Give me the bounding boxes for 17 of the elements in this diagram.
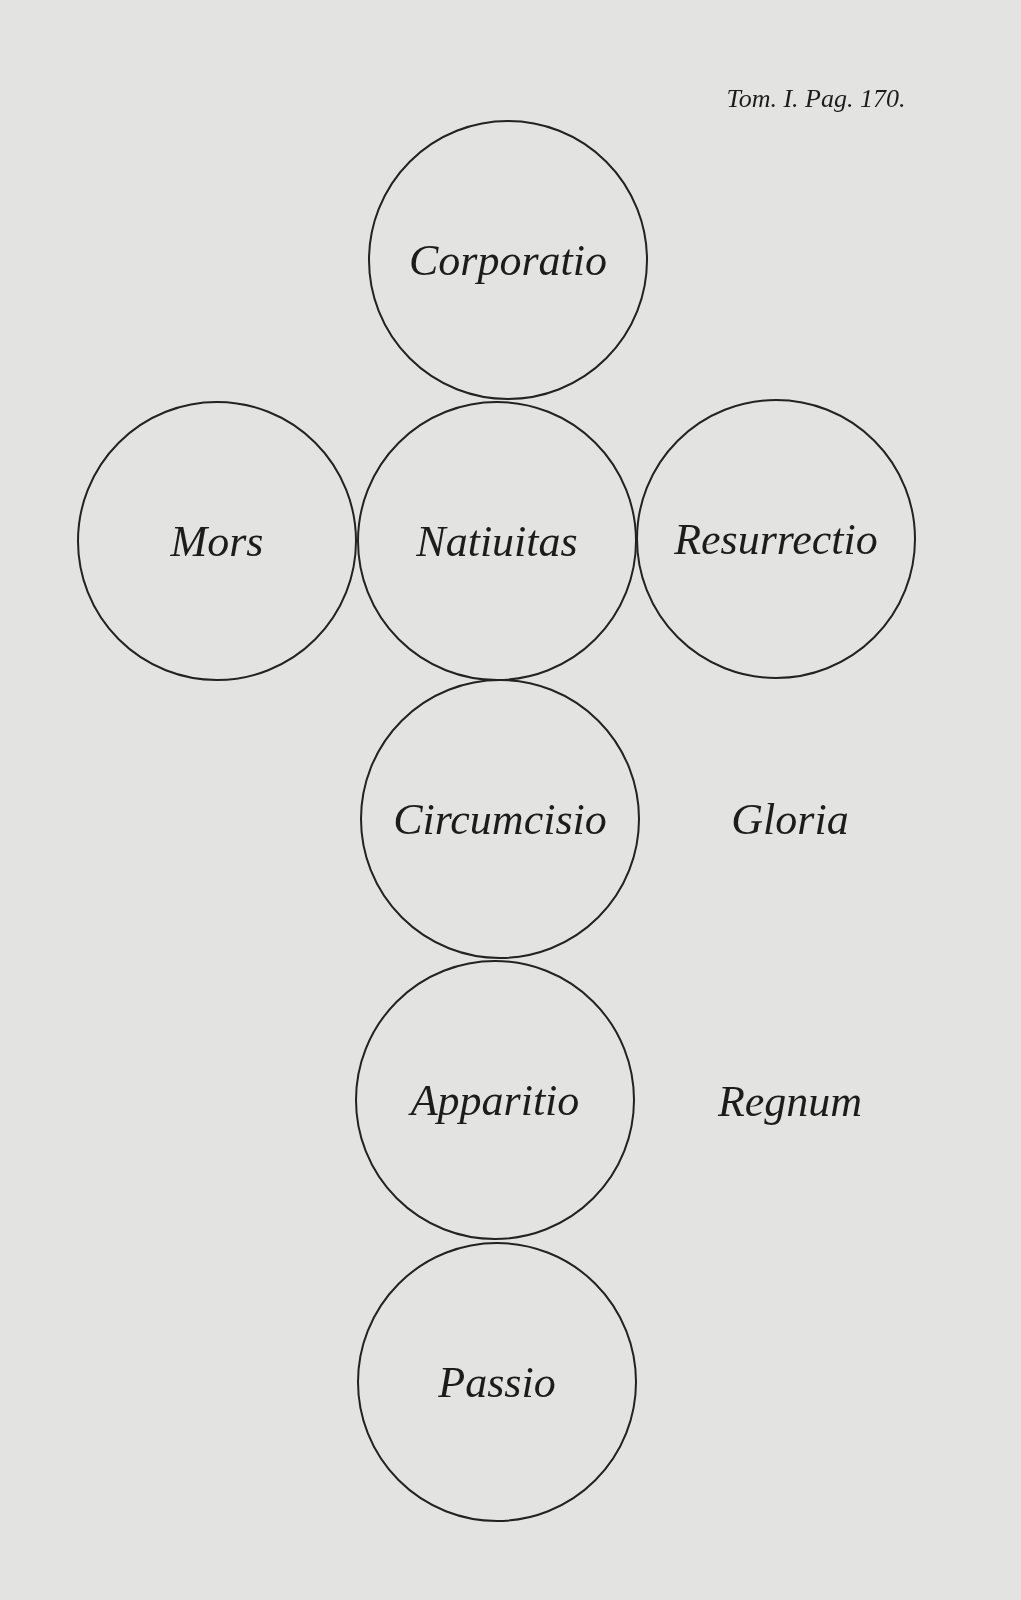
page-reference: Tom. I. Pag. 170. — [726, 84, 906, 114]
circle-node — [357, 401, 637, 681]
node-label: Circumcisio — [393, 793, 607, 845]
text-label: Gloria — [731, 793, 849, 845]
circle-node — [77, 401, 357, 681]
node-label: Apparitio — [410, 1074, 580, 1126]
circle-node — [357, 1242, 637, 1522]
node-label: Passio — [438, 1356, 556, 1408]
node-label: Corporatio — [408, 234, 607, 286]
text-label: Regnum — [717, 1075, 863, 1127]
circle-node — [636, 399, 916, 679]
node-label: Natiuitas — [416, 515, 578, 567]
circle-node — [355, 960, 635, 1240]
circle-node — [360, 679, 640, 959]
node-label: Mors — [170, 515, 264, 567]
node-label: Resurrectio — [674, 513, 878, 565]
circle-node — [368, 120, 648, 400]
